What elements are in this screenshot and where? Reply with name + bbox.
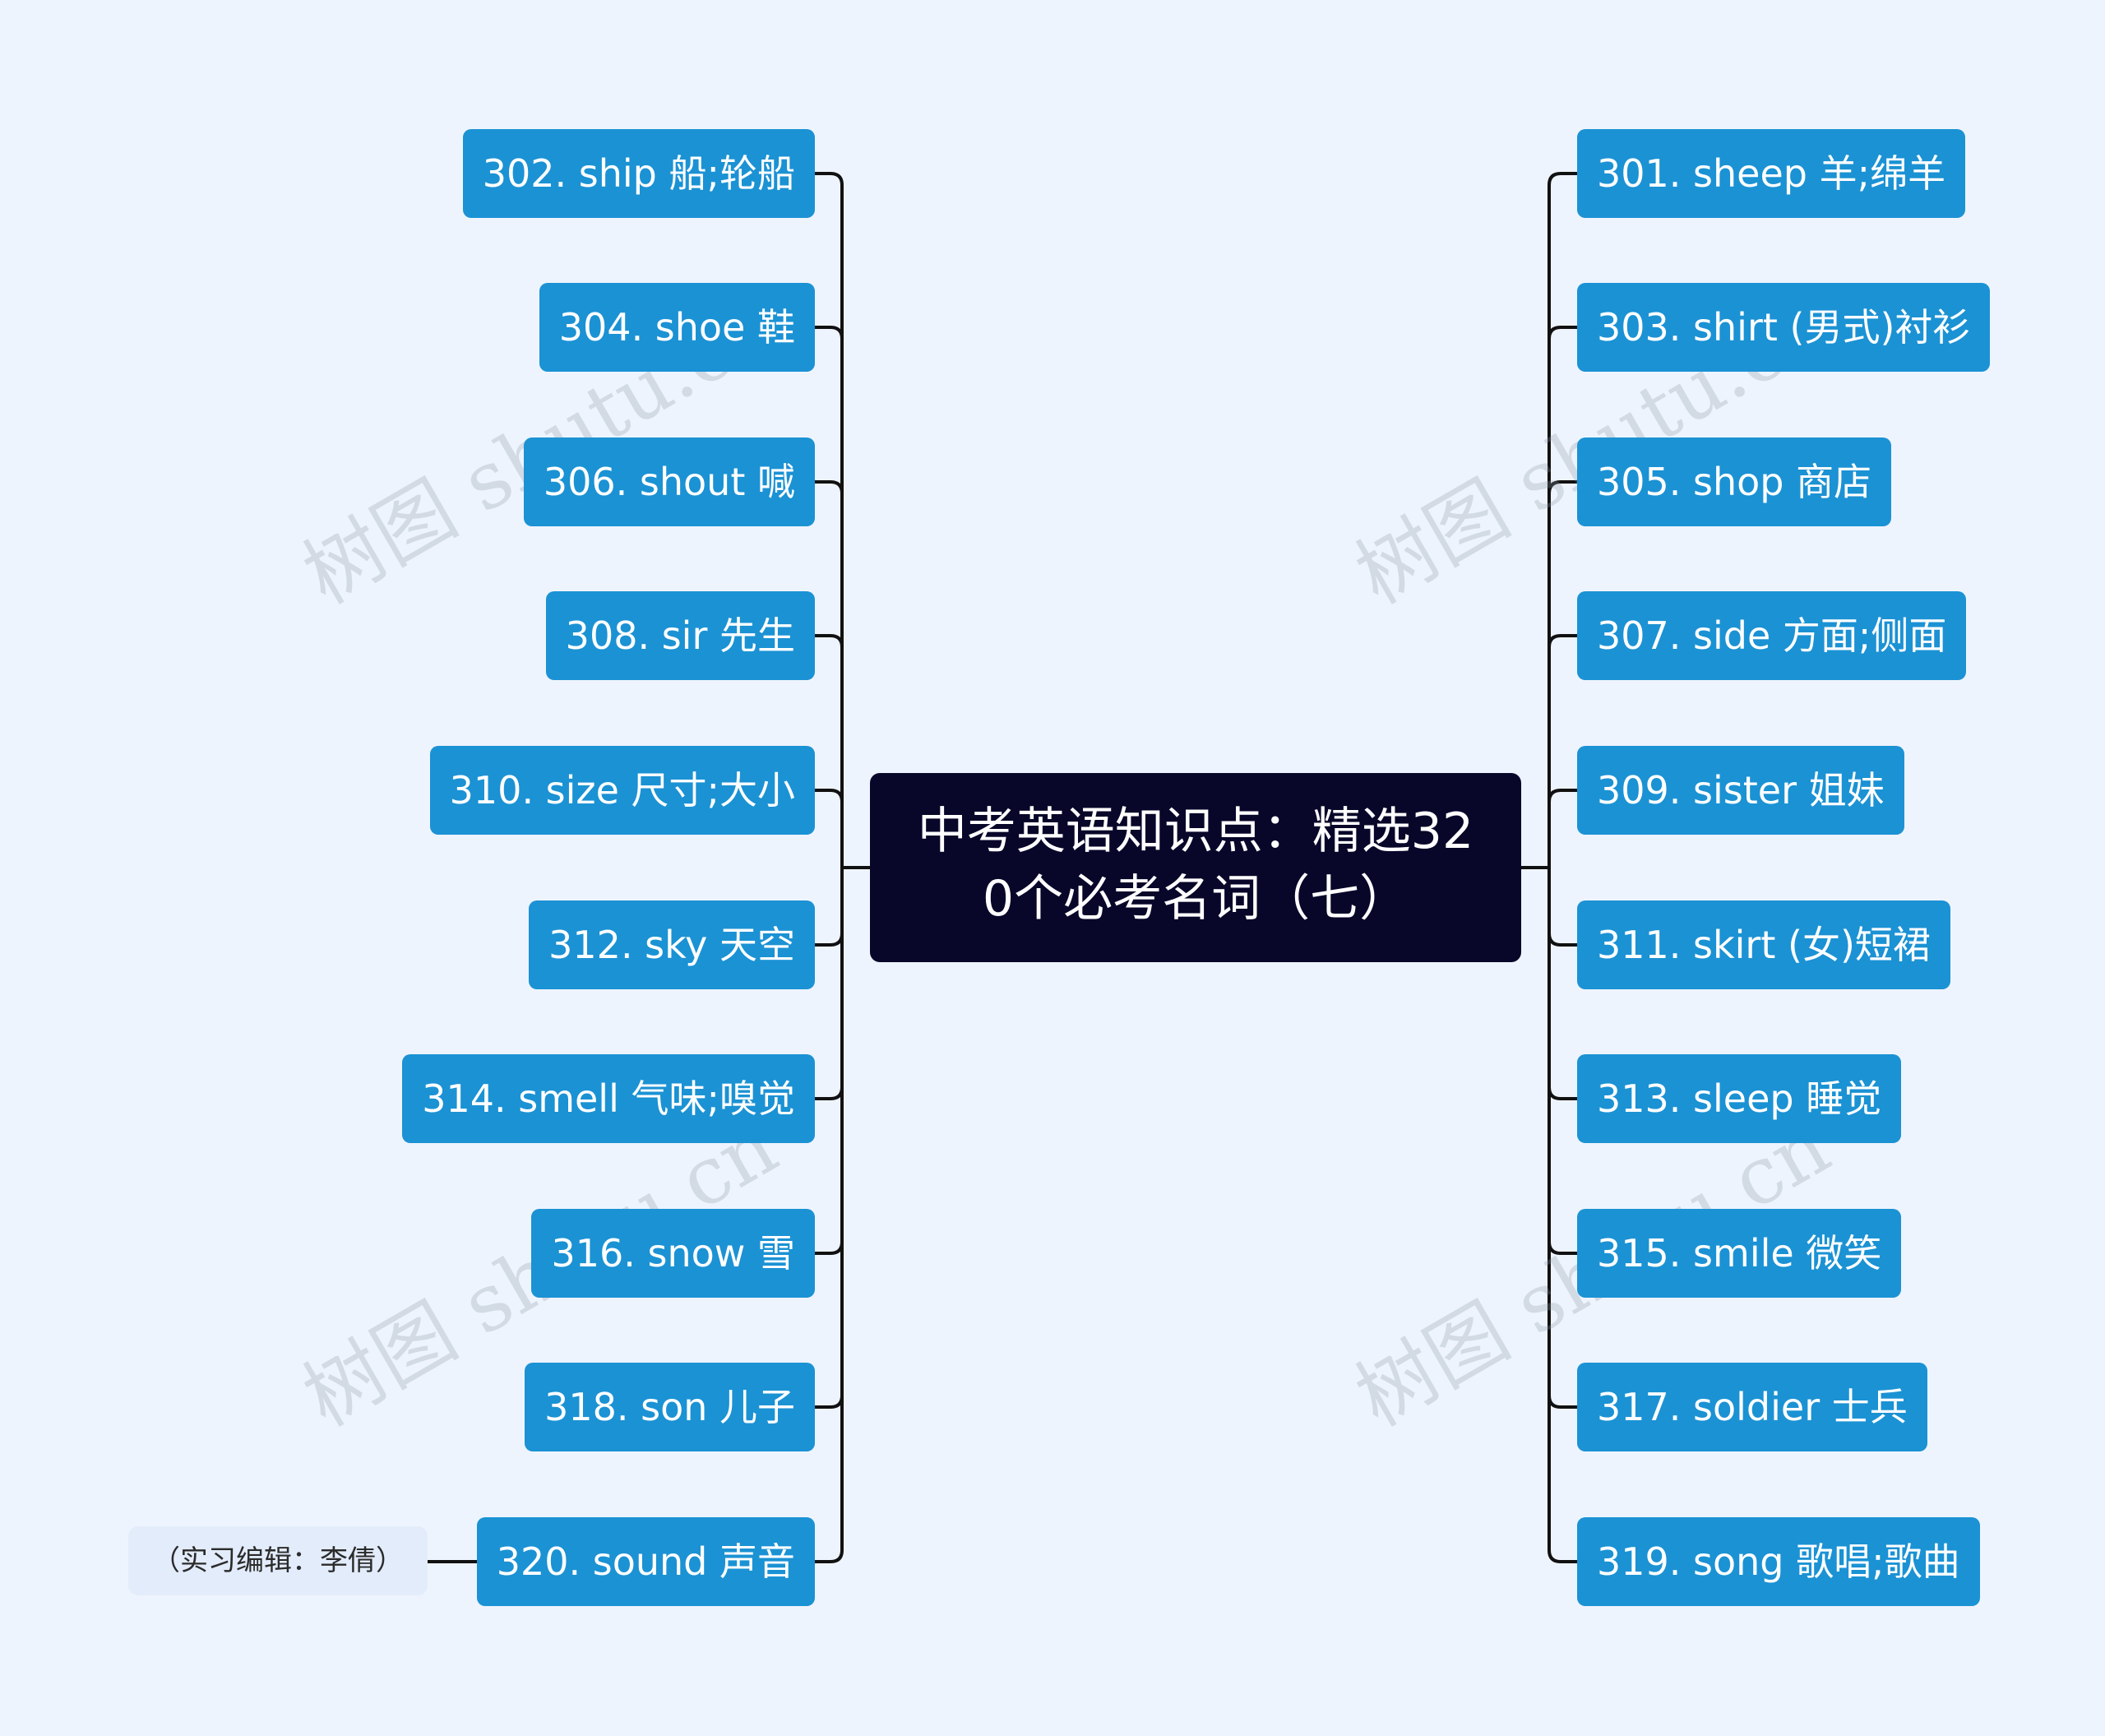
topic-node-320[interactable]: 320. sound 声音 — [476, 1517, 815, 1606]
topic-node-301[interactable]: 301. sheep 羊;绵羊 — [1577, 129, 1966, 218]
connector-line — [813, 789, 844, 803]
topic-node-317[interactable]: 317. soldier 士兵 — [1577, 1363, 1927, 1451]
connector-line — [1548, 1240, 1579, 1255]
topic-node-310[interactable]: 310. size 尺寸;大小 — [429, 746, 815, 835]
connector-line — [813, 1240, 844, 1255]
connector-line — [1548, 866, 1579, 1563]
connector-line — [813, 1394, 844, 1409]
connector-line — [813, 480, 844, 495]
topic-node-312[interactable]: 312. sky 天空 — [529, 900, 815, 989]
connector-line — [813, 866, 844, 1563]
connector-line — [813, 1086, 844, 1100]
connector-line — [813, 932, 844, 947]
topic-node-308[interactable]: 308. sir 先生 — [545, 591, 815, 680]
connector-line — [813, 634, 844, 649]
topic-node-305[interactable]: 305. shop 商店 — [1577, 437, 1892, 526]
topic-node-315[interactable]: 315. smile 微笑 — [1577, 1209, 1902, 1298]
connector-line — [1548, 480, 1579, 495]
editor-note[interactable]: （实习编辑：李倩） — [128, 1526, 428, 1595]
topic-node-314[interactable]: 314. smell 气味;嗅觉 — [402, 1054, 815, 1143]
connector-line — [1548, 326, 1579, 340]
topic-node-316[interactable]: 316. snow 雪 — [531, 1209, 815, 1298]
topic-node-307[interactable]: 307. side 方面;侧面 — [1577, 591, 1967, 680]
connector-line — [1548, 634, 1579, 649]
connector-line — [1548, 1394, 1579, 1409]
topic-node-313[interactable]: 313. sleep 睡觉 — [1577, 1054, 1902, 1143]
central-topic[interactable]: 中考英语知识点：精选32 0个必考名词（七） — [870, 773, 1521, 962]
topic-node-303[interactable]: 303. shirt (男式)衬衫 — [1577, 283, 1991, 372]
connector-line — [1548, 1086, 1579, 1100]
connector-line — [1548, 932, 1579, 947]
central-topic-line-2: 0个必考名词（七） — [982, 870, 1409, 928]
topic-node-319[interactable]: 319. song 歌唱;歌曲 — [1577, 1517, 1980, 1606]
topic-node-306[interactable]: 306. shout 喊 — [523, 437, 815, 526]
connector-line — [813, 326, 844, 340]
connector-line — [1548, 789, 1579, 803]
topic-node-304[interactable]: 304. shoe 鞋 — [539, 283, 815, 372]
topic-node-302[interactable]: 302. ship 船;轮船 — [462, 129, 815, 218]
topic-node-311[interactable]: 311. skirt (女)短裙 — [1577, 900, 1950, 989]
connector-line — [1548, 172, 1579, 869]
topic-node-318[interactable]: 318. son 儿子 — [525, 1363, 815, 1451]
connector-line — [813, 172, 844, 869]
topic-node-309[interactable]: 309. sister 姐妹 — [1577, 746, 1904, 835]
central-topic-line-1: 中考英语知识点：精选32 — [917, 803, 1474, 860]
